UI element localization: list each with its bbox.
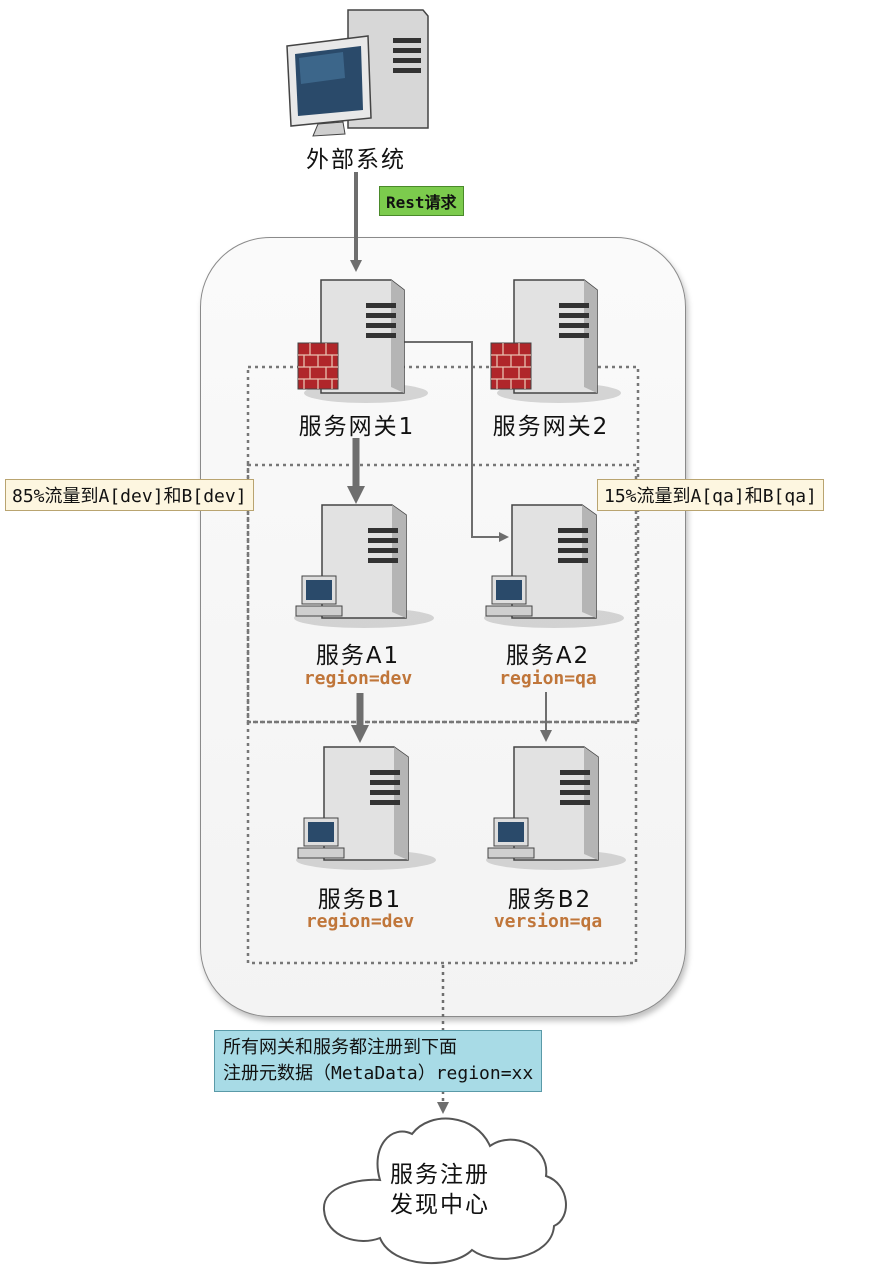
service-group-box [246,463,638,965]
arrow-gateway1-to-a2 [404,341,509,542]
gateway1-label: 服务网关1 [298,414,416,440]
registry-note-line2: 注册元数据（MetaData）region=xx [223,1063,534,1084]
gateway-group-box [246,365,640,724]
gateway2-label: 服务网关2 [492,414,610,440]
service-a2-meta: region=qa [499,668,597,689]
gateway2-server-icon [490,279,621,403]
rest-request-tag: Rest请求 [379,186,464,216]
service-a1-server-icon [294,504,434,628]
desktop-computer-icon [286,9,429,137]
traffic-right-tag: 15%流量到A[qa]和B[qa] [597,479,824,511]
registry-center-label: 服务注册 发现中心 [330,1160,550,1220]
registry-note-line1: 所有网关和服务都注册到下面 [223,1037,457,1058]
registry-note-tag: 所有网关和服务都注册到下面 注册元数据（MetaData）region=xx [214,1030,543,1092]
service-b2-server-icon [486,746,626,870]
cloud-icon [322,1117,567,1265]
registry-line1: 服务注册 [390,1162,490,1188]
service-b1-meta: region=dev [305,911,415,932]
external-system-label: 外部系统 [306,147,406,173]
service-a1-label: 服务A1 [315,643,401,669]
service-b1-server-icon [296,746,436,870]
traffic-left-tag: 85%流量到A[dev]和B[dev] [5,479,254,511]
service-a2-server-icon [484,504,624,628]
service-a2-label: 服务A2 [505,643,591,669]
service-a1-meta: region=dev [303,668,413,689]
gateway1-server-icon [297,279,428,403]
registry-line2: 发现中心 [390,1192,490,1218]
service-b1-label: 服务B1 [317,887,403,913]
service-b2-meta: version=qa [493,911,603,932]
service-b2-label: 服务B2 [507,887,593,913]
